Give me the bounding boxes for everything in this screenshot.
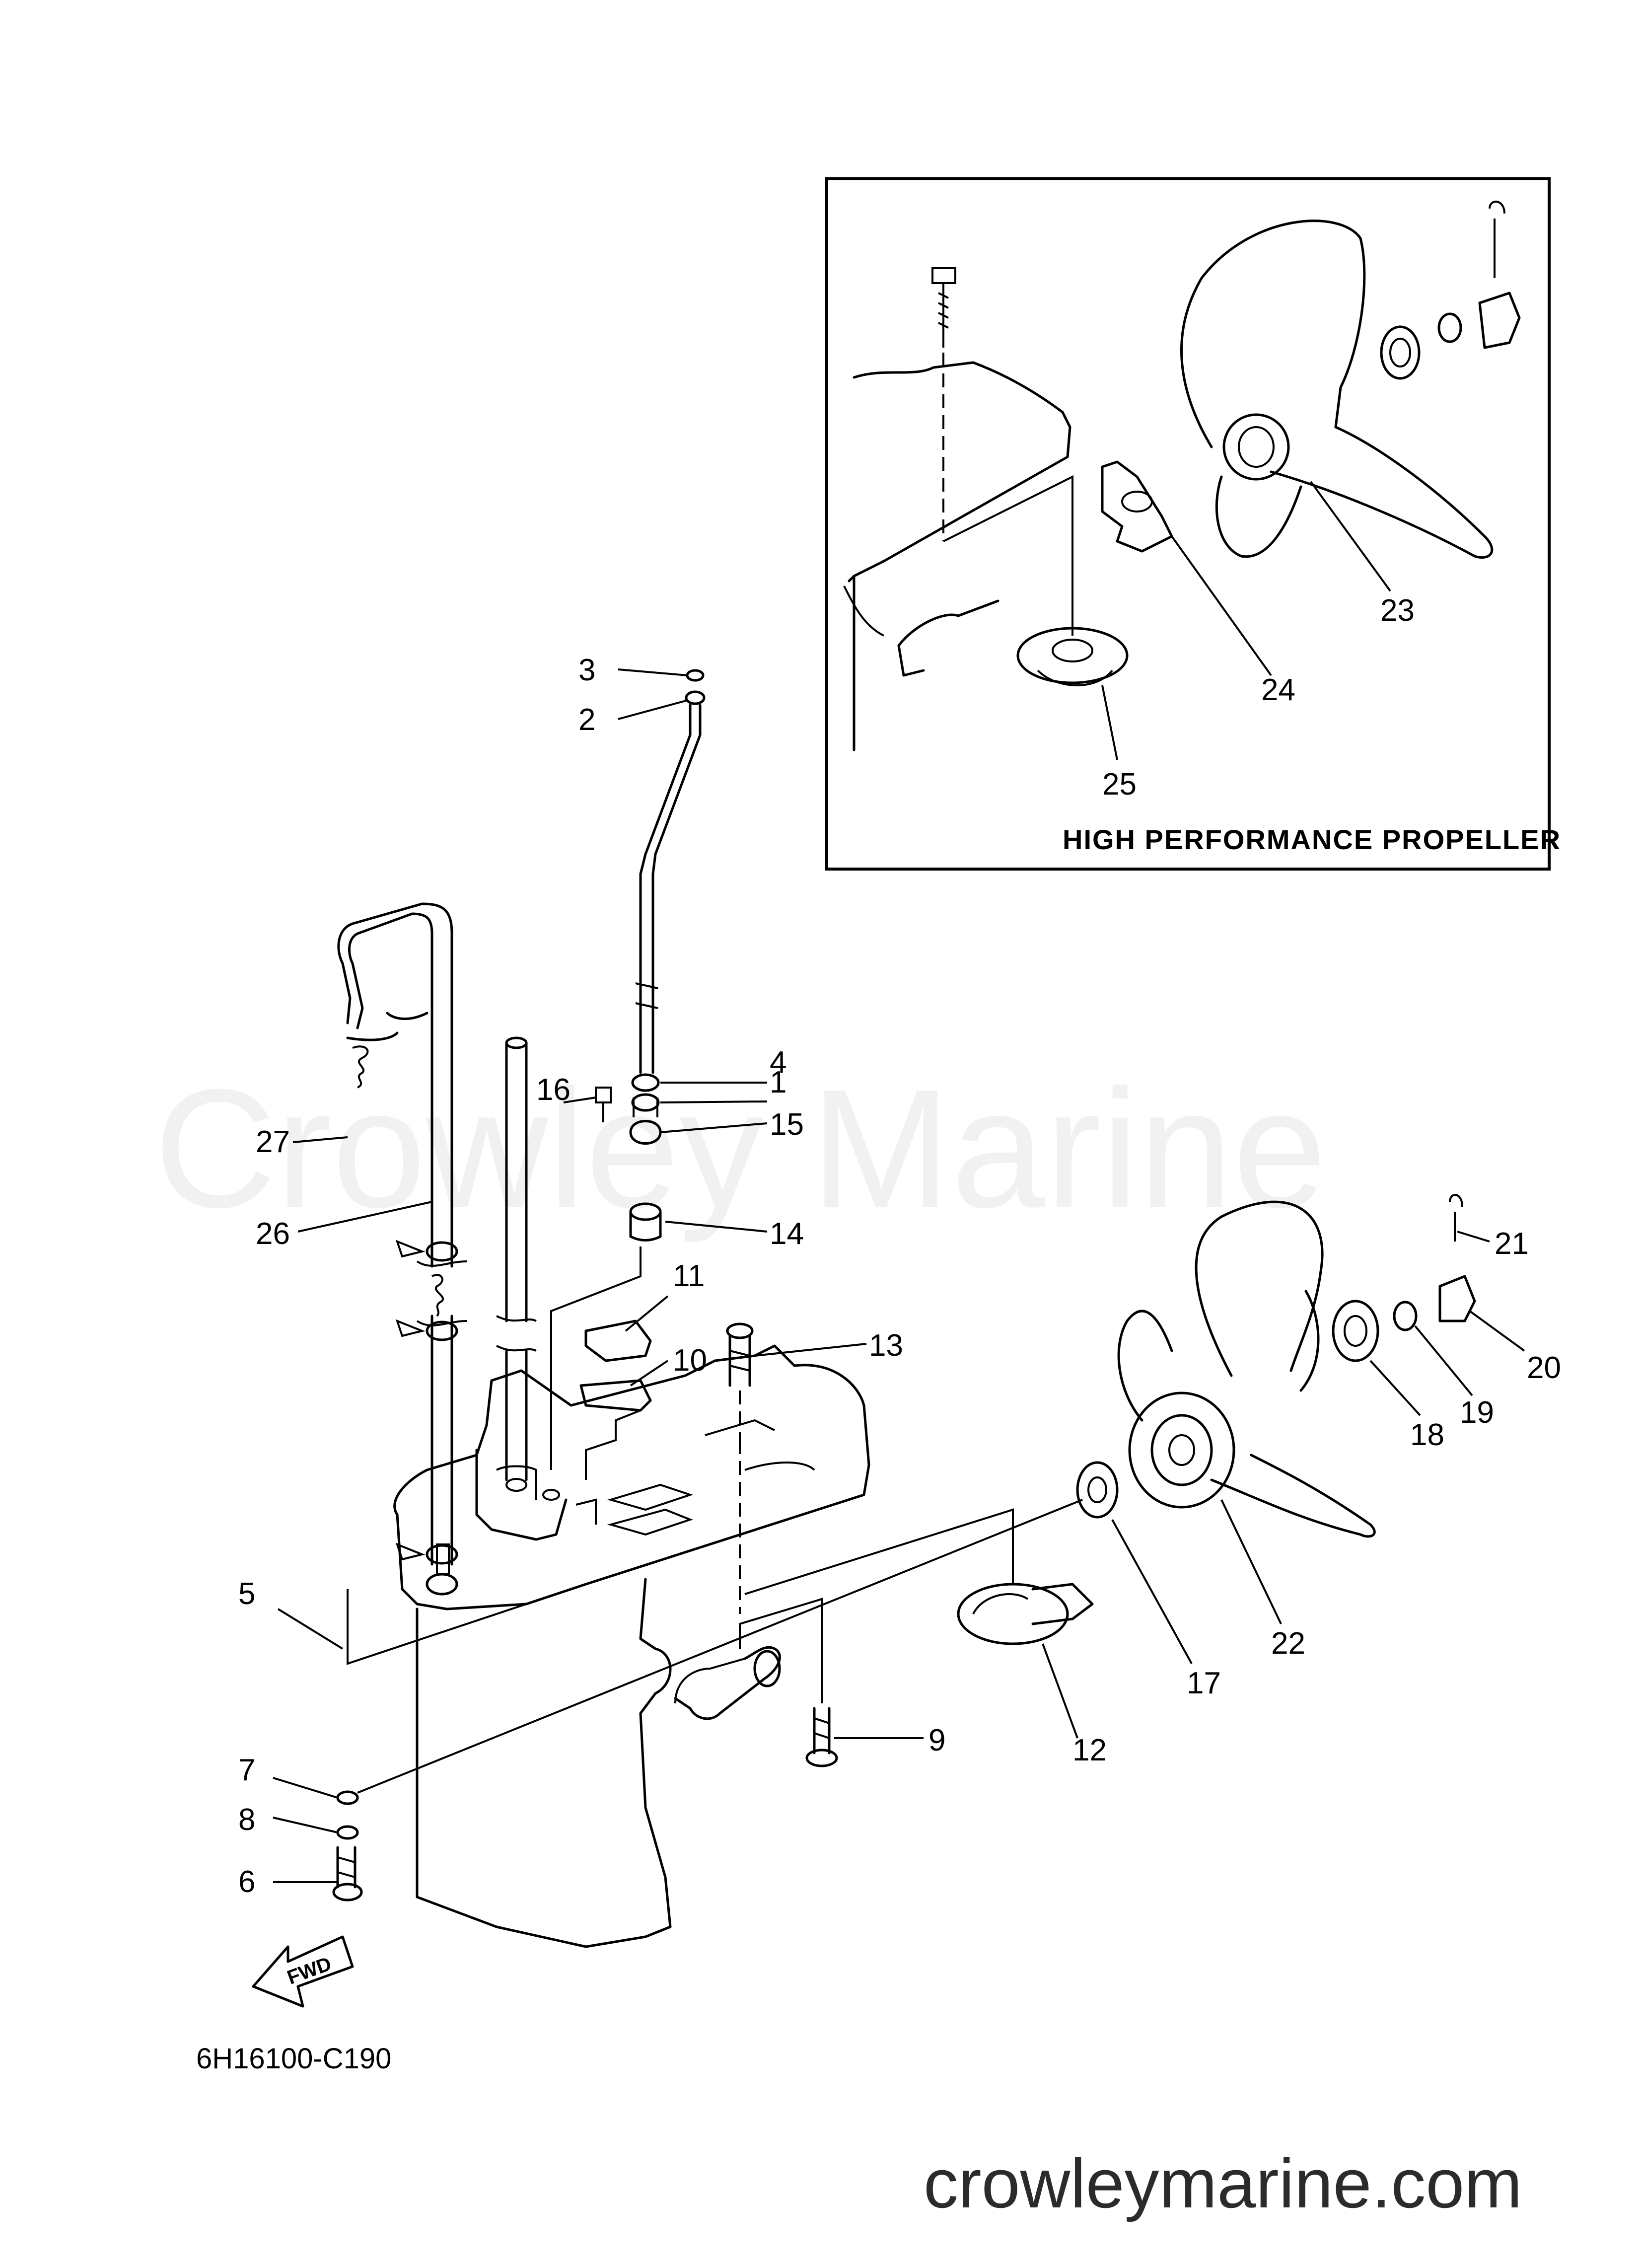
callout-20: 20 [1527, 1351, 1561, 1385]
callout-3: 3 [578, 653, 595, 687]
diagram-code: 6H16100-C190 [196, 2043, 391, 2075]
callout-15: 15 [770, 1107, 804, 1142]
leader-lines [273, 481, 1525, 1883]
trim-anode [744, 1508, 1094, 1645]
lower-casing [393, 1344, 870, 1948]
water-tube-assembly [337, 902, 467, 1566]
bolt-6-washers [332, 1589, 527, 1902]
callout-2: 2 [578, 703, 595, 737]
callout-16: 16 [536, 1073, 571, 1107]
callout-8: 8 [238, 1803, 255, 1837]
pads-10-11 [579, 1319, 652, 1480]
callout-22: 22 [1271, 1626, 1305, 1661]
callout-24: 24 [1261, 673, 1295, 707]
callout-11: 11 [673, 1259, 705, 1293]
callout-numbers: 1 2 3 4 5 6 7 8 9 10 11 12 13 14 15 16 1… [238, 593, 1561, 1899]
callout-21: 21 [1495, 1227, 1529, 1261]
callout-1: 1 [770, 1065, 786, 1099]
callout-4: 4 [770, 1045, 786, 1080]
callout-27: 27 [256, 1125, 290, 1159]
callout-14: 14 [770, 1217, 804, 1251]
callout-23: 23 [1380, 593, 1415, 628]
callout-5: 5 [238, 1577, 255, 1611]
callout-13: 13 [869, 1328, 903, 1363]
callout-18: 18 [1410, 1418, 1444, 1452]
callout-12: 12 [1072, 1733, 1107, 1767]
watermark-text: Crowley Marine [154, 1054, 1327, 1244]
callout-10: 10 [673, 1343, 707, 1378]
drive-shaft [496, 1036, 537, 1481]
callout-6: 6 [238, 1865, 255, 1899]
bolts [726, 1322, 838, 1767]
callout-7: 7 [238, 1753, 255, 1787]
callout-9: 9 [928, 1723, 945, 1757]
inset-high-performance-propeller: HIGH PERFORMANCE PROPELLER [825, 177, 1561, 871]
shift-rod-assembly [550, 669, 706, 1470]
fwd-arrow-icon: FWD [252, 1935, 354, 2008]
propeller-assembly [357, 1194, 1476, 1794]
inset-title: HIGH PERFORMANCE PROPELLER [1063, 824, 1561, 855]
footer-url[interactable]: crowleymarine.com [924, 2144, 1522, 2222]
callout-26: 26 [256, 1217, 290, 1251]
callout-17: 17 [1187, 1666, 1221, 1700]
callout-19: 19 [1460, 1395, 1494, 1430]
callout-25: 25 [1102, 767, 1137, 802]
